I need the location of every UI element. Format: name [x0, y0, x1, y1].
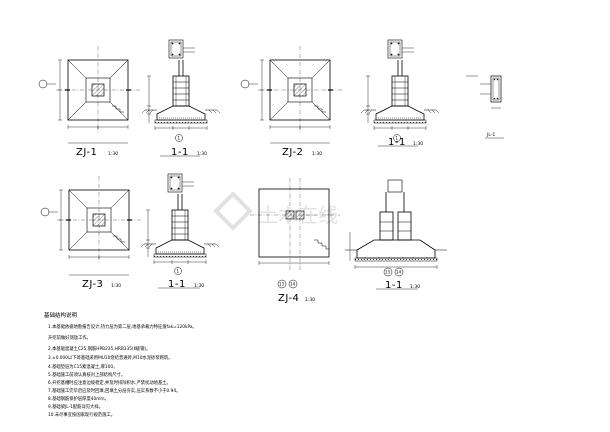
- watermark-logo: 土木在线: [213, 191, 338, 231]
- note-item: 4.基础垫层为C15素混凝土,厚100。: [48, 363, 117, 370]
- detail-jl1: JL-1: [466, 75, 504, 139]
- detail-zj4-plan: 13 14 ZJ-4 1:30: [250, 178, 340, 304]
- jl1-title: JL-1: [486, 132, 495, 138]
- zj4-plan-title: ZJ-4: [278, 293, 299, 304]
- note-item: 8.基础钢筋保护层厚度40mm。: [48, 395, 109, 402]
- detail-zj1-section: 1 1-1 1:30: [141, 39, 221, 158]
- zj2-section-marker: 1: [396, 136, 399, 141]
- zj2-plan-scale: 1:30: [312, 151, 322, 157]
- zj1-plan-scale: 1:30: [108, 151, 118, 157]
- detail-zj2-section: 1 1-1 1:30: [360, 39, 440, 148]
- detail-zj1-plan: ZJ-1 1:30: [38, 45, 141, 158]
- zj3-section-marker: 1: [177, 269, 180, 274]
- detail-zj3-plan: ZJ-3 1:30: [40, 175, 142, 290]
- note-item: 开挖前做好测放工作。: [48, 334, 91, 341]
- zj1-section-marker: 1: [178, 136, 181, 141]
- zj2-plan-title: ZJ-2: [282, 147, 303, 158]
- note-item: 9.基础梁JL-1配筋详见大样。: [48, 403, 103, 410]
- detail-zj4-section: 13 14 1-1 1:30: [345, 179, 447, 291]
- zj4-axis-b: 14: [290, 282, 296, 287]
- zj4-section-axis-a: 13: [385, 270, 391, 275]
- note-item: 7.基础施工完毕后应及时回填,回填土分层夯实,压实系数不小于0.94。: [48, 387, 180, 394]
- note-item: 5.基础施工前须认真核对上部结构尺寸。: [48, 371, 125, 378]
- zj3-section-scale: 1:30: [194, 283, 204, 289]
- notes-heading: 基础结构说明: [44, 311, 78, 319]
- detail-zj2-plan: ZJ-2 1:30: [240, 45, 343, 158]
- note-item: 2.本基础混凝土C25,钢筋HPB235,HRB335(Ⅱ级钢)。: [48, 345, 150, 352]
- zj3-plan-title: ZJ-3: [82, 279, 103, 290]
- note-item: 6.开挖基槽时应注意边坡稳定,并及时排除积水,严禁扰动地基土。: [48, 379, 171, 386]
- zj2-section-title: 1-1: [388, 137, 406, 148]
- zj1-section-scale: 1:30: [197, 151, 207, 157]
- zj1-plan-title: ZJ-1: [76, 147, 97, 158]
- note-item: 1.本基础依据地勘报告设计,持力层为第二层,地基承载力特征值fak=120kPa…: [48, 323, 197, 330]
- zj4-plan-scale: 1:30: [305, 297, 315, 303]
- zj4-section-title: 1-1: [385, 280, 403, 291]
- zj4-section-axis-b: 14: [396, 270, 402, 275]
- zj3-section-title: 1-1: [168, 279, 186, 290]
- zj4-section-scale: 1:30: [410, 284, 420, 290]
- foundation-notes: 基础结构说明 1.本基础依据地勘报告设计,持力层为第二层,地基承载力特征值fak…: [44, 311, 197, 418]
- zj4-axis-a: 13: [279, 282, 285, 287]
- zj1-section-title: 1-1: [171, 147, 189, 158]
- note-item: 3.±0.000以下砖基础采用MU10烧结普通砖,M10水泥砂浆砌筑。: [48, 354, 173, 361]
- zj2-section-scale: 1:30: [413, 141, 423, 147]
- zj3-plan-scale: 1:30: [111, 283, 121, 289]
- detail-zj3-section: 1 1-1 1:30: [140, 173, 220, 290]
- note-item: 10.未尽事宜按国家现行规范施工。: [48, 411, 115, 418]
